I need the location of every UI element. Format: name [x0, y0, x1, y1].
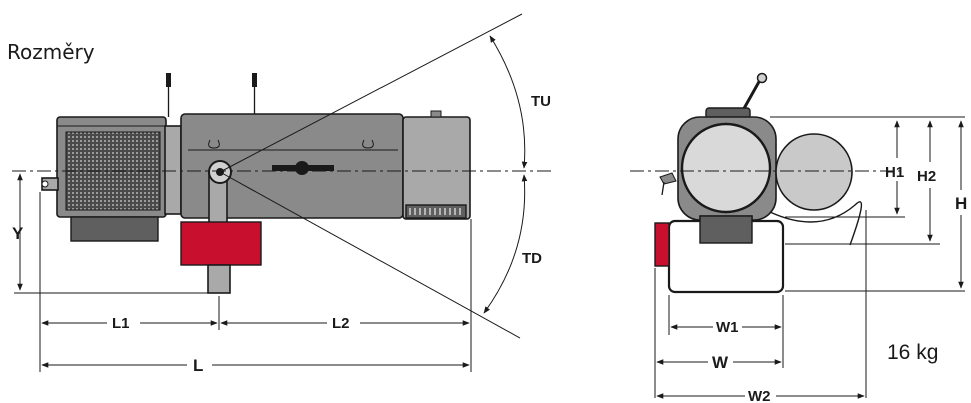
front-clamp: [654, 222, 670, 267]
motor-unit: [56, 116, 182, 242]
side-view: TU TD Y L1 L2 L: [12, 13, 555, 375]
main-housing: [180, 113, 404, 219]
weight-label: 16 kg: [887, 341, 939, 364]
y-label: Y: [12, 224, 24, 243]
top-levers: [166, 73, 257, 117]
front-housing: [677, 116, 777, 221]
shaft-end: [41, 177, 59, 191]
drum-circle: [680, 122, 772, 214]
w-label: W: [712, 353, 729, 372]
l1-label: L1: [112, 315, 130, 332]
l2-label: L2: [332, 315, 350, 332]
tu-label: TU: [531, 93, 551, 110]
top-handle: [705, 72, 768, 121]
h-label: H: [955, 194, 967, 213]
h2-label: H2: [917, 168, 936, 185]
w2-label: W2: [748, 388, 771, 403]
w1-label: W1: [716, 319, 739, 336]
td-label: TD: [522, 250, 542, 267]
side-motor: [775, 133, 853, 211]
l-label: L: [193, 356, 203, 375]
h1-label: H1: [885, 164, 904, 181]
front-frame: [667, 219, 785, 294]
end-cover: [402, 110, 471, 220]
pivot-arm: [208, 160, 232, 227]
front-lower-block: [699, 215, 753, 244]
mounting-clamp: [180, 221, 262, 266]
page-title: Rozměry: [7, 40, 95, 64]
mounting-post: [207, 264, 231, 294]
